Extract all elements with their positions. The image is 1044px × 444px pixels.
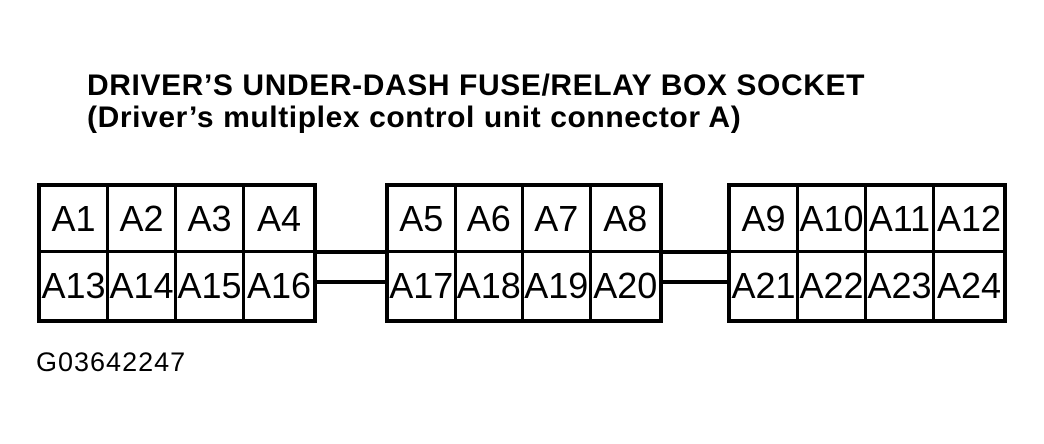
bridge-line-2-3-lower <box>661 280 729 284</box>
pin-a14: A14 <box>109 253 177 319</box>
pin-a7: A7 <box>524 187 592 253</box>
connector-block-2: A5 A6 A7 A8 A17 A18 A19 A20 <box>385 183 663 323</box>
pin-a22: A22 <box>799 253 867 319</box>
pin-a5: A5 <box>389 187 457 253</box>
pin-a3: A3 <box>177 187 245 253</box>
bridge-line-1-2-lower <box>315 280 387 284</box>
diagram-title: DRIVER’S UNDER-DASH FUSE/RELAY BOX SOCKE… <box>87 70 865 134</box>
pin-a23: A23 <box>867 253 935 319</box>
pin-a12: A12 <box>935 187 1003 253</box>
pin-a21: A21 <box>731 253 799 319</box>
connector-block-1: A1 A2 A3 A4 A13 A14 A15 A16 <box>37 183 317 323</box>
pin-a1: A1 <box>41 187 109 253</box>
figure-code: G03642247 <box>36 347 187 377</box>
diagram-title-line2: (Driver’s multiplex control unit connect… <box>87 101 742 134</box>
pin-a9: A9 <box>731 187 799 253</box>
pin-a8: A8 <box>591 187 659 253</box>
pin-a6: A6 <box>456 187 524 253</box>
pin-a15: A15 <box>177 253 245 319</box>
diagram-title-line1: DRIVER’S UNDER-DASH FUSE/RELAY BOX SOCKE… <box>87 69 866 102</box>
pin-a10: A10 <box>799 187 867 253</box>
pin-a16: A16 <box>246 265 312 306</box>
pin-a13: A13 <box>41 253 109 319</box>
connector-block-3: A9 A10 A11 A12 A21 A22 A23 A24 <box>727 183 1007 323</box>
pin-a11: A11 <box>867 187 935 253</box>
pin-a24: A24 <box>936 265 1002 306</box>
bridge-line-2-3-upper <box>661 250 729 254</box>
pin-a17: A17 <box>389 253 457 319</box>
pin-a4: A4 <box>245 187 313 253</box>
pin-a2: A2 <box>109 187 177 253</box>
pin-a18: A18 <box>457 253 524 319</box>
bridge-line-1-2-upper <box>315 250 387 254</box>
pin-a20: A20 <box>593 265 658 306</box>
pin-a19: A19 <box>524 253 592 319</box>
